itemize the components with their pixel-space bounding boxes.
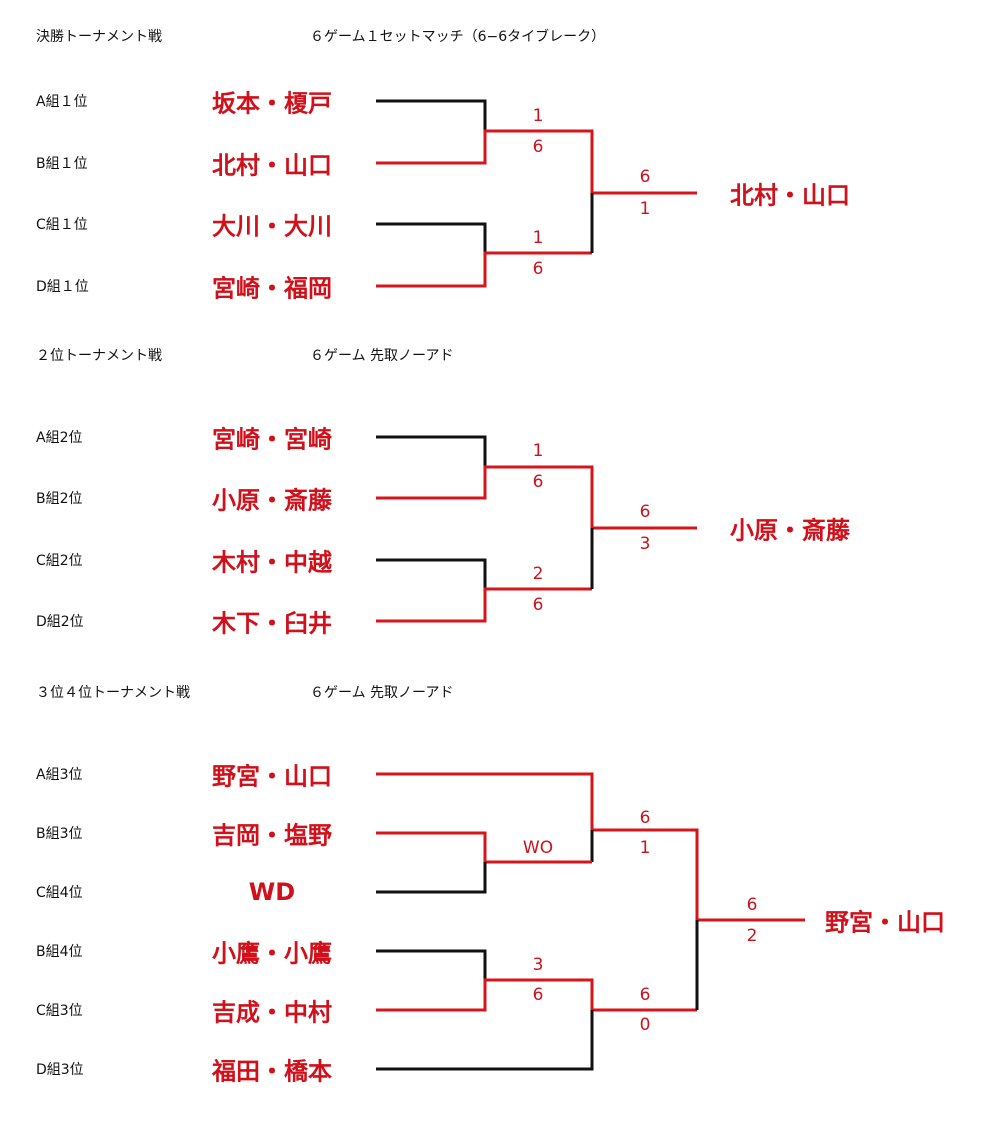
score: 6 xyxy=(532,595,544,615)
seed-label: C組4位 xyxy=(36,885,83,901)
section-format: ６ゲーム１セットマッチ（6−6タイブレーク） xyxy=(310,29,606,45)
seed-label: D組１位 xyxy=(36,279,89,295)
score: 6 xyxy=(639,808,651,828)
section-title: ３位４位トーナメント戦 xyxy=(36,685,190,701)
section-title: 決勝トーナメント戦 xyxy=(36,29,162,45)
seed-label: B組１位 xyxy=(36,156,88,172)
score: 6 xyxy=(532,472,544,492)
seed-label: D組3位 xyxy=(36,1062,84,1078)
team-name: 宮崎・福岡 xyxy=(212,274,332,303)
score: 6 xyxy=(639,985,651,1005)
team-name: 福田・橋本 xyxy=(212,1057,332,1086)
score: 6 xyxy=(532,985,544,1005)
team-name: WD xyxy=(248,878,296,906)
team-name: 北村・山口 xyxy=(212,151,332,180)
seed-label: D組2位 xyxy=(36,614,84,630)
team-name: 木下・臼井 xyxy=(212,609,332,638)
team-name: 吉岡・塩野 xyxy=(212,821,332,850)
score: 6 xyxy=(532,137,544,157)
team-name: 坂本・榎戸 xyxy=(212,89,332,118)
score: 3 xyxy=(532,955,544,975)
score: 2 xyxy=(746,926,758,946)
team-name: 吉成・中村 xyxy=(212,998,332,1027)
seed-label: B組2位 xyxy=(36,491,83,507)
seed-label: A組2位 xyxy=(36,430,83,446)
bracket-third xyxy=(376,772,805,1071)
seed-label: C組2位 xyxy=(36,553,83,569)
score: 6 xyxy=(639,502,651,522)
score: 1 xyxy=(532,228,544,248)
team-name: 小鷹・小鷹 xyxy=(212,939,332,968)
score: WO xyxy=(522,838,554,858)
score: 2 xyxy=(532,564,544,584)
winner-name: 小原・斎藤 xyxy=(730,516,850,545)
section-title: ２位トーナメント戦 xyxy=(36,348,162,364)
score: 1 xyxy=(532,106,544,126)
score: 6 xyxy=(532,259,544,279)
team-name: 宮崎・宮崎 xyxy=(212,425,332,454)
seed-label: B組3位 xyxy=(36,826,83,842)
seed-label: A組１位 xyxy=(36,94,88,110)
score: 6 xyxy=(639,167,651,187)
seed-label: B組4位 xyxy=(36,944,83,960)
section-format: ６ゲーム 先取ノーアド xyxy=(310,685,454,701)
bracket-final xyxy=(376,99,697,288)
seed-label: C組3位 xyxy=(36,1003,83,1019)
team-name: 木村・中越 xyxy=(212,548,332,577)
seed-label: C組１位 xyxy=(36,217,88,233)
bracket-second xyxy=(376,435,697,623)
score: 1 xyxy=(532,441,544,461)
winner-name: 野宮・山口 xyxy=(825,908,945,937)
score: 3 xyxy=(639,534,651,554)
score: 1 xyxy=(639,838,651,858)
seed-label: A組3位 xyxy=(36,767,83,783)
score: 1 xyxy=(639,199,651,219)
team-name: 大川・大川 xyxy=(212,212,332,241)
score: 6 xyxy=(746,895,758,915)
winner-name: 北村・山口 xyxy=(730,181,850,210)
section-format: ６ゲーム 先取ノーアド xyxy=(310,348,454,364)
score: 0 xyxy=(639,1015,651,1035)
team-name: 小原・斎藤 xyxy=(212,486,332,515)
team-name: 野宮・山口 xyxy=(212,762,332,791)
